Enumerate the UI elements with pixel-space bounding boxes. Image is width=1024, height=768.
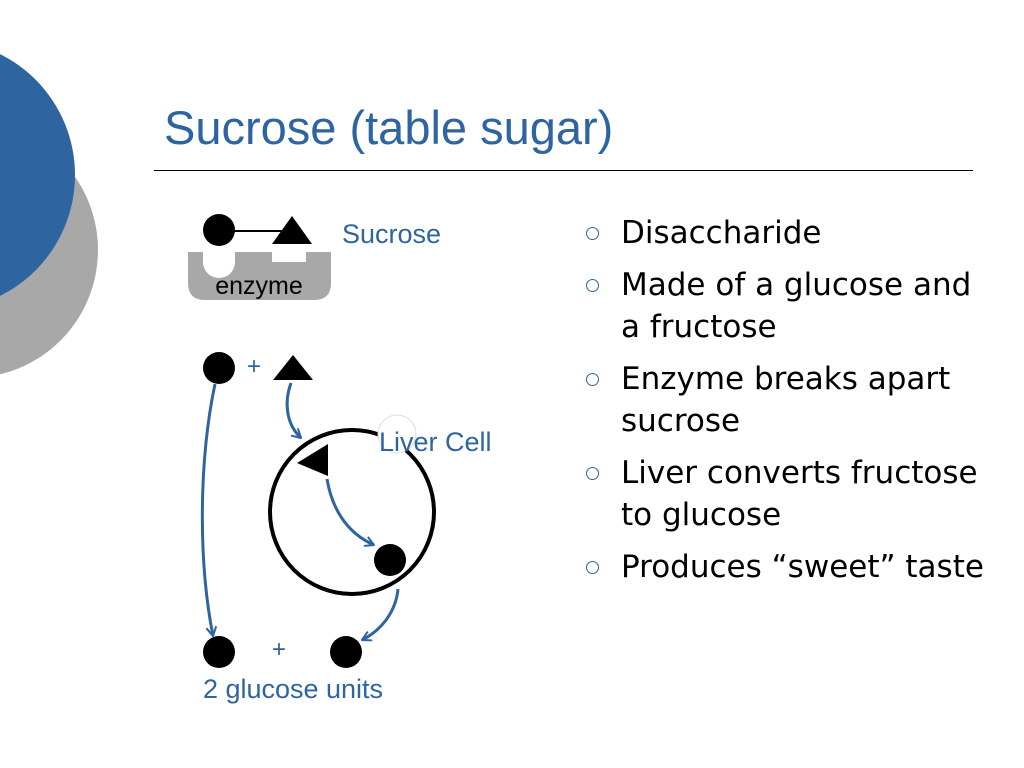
sucrose-diagram: enzyme Sucrose + Liver Cell + 2 glucose … bbox=[188, 214, 492, 704]
glucose-exit-arrow bbox=[362, 588, 400, 640]
blue-decor-circle bbox=[0, 54, 75, 296]
bullet-circle-icon bbox=[586, 373, 599, 386]
bullet-text: Enzyme breaks apart sucrose bbox=[621, 361, 951, 439]
liver-cell-label: Liver Cell bbox=[379, 427, 492, 457]
bullet-circle-icon bbox=[586, 227, 599, 240]
bullet-item: Made of a glucose and a fructose bbox=[580, 264, 1000, 348]
bullet-list: Disaccharide Made of a glucose and a fru… bbox=[580, 212, 1000, 598]
plus-sign: + bbox=[272, 636, 286, 663]
glucose-pass-arrow bbox=[200, 383, 215, 636]
bullet-item: Disaccharide bbox=[580, 212, 1000, 254]
plus-sign: + bbox=[247, 353, 261, 380]
result-label: 2 glucose units bbox=[203, 674, 383, 704]
bullet-text: Disaccharide bbox=[621, 215, 822, 251]
bullet-item: Liver converts fructose to glucose bbox=[580, 452, 1000, 536]
fructose-entry-arrow bbox=[285, 382, 303, 440]
fructose-in-cell-icon bbox=[297, 444, 328, 476]
glucose-icon bbox=[203, 636, 235, 668]
corner-decoration bbox=[0, 54, 98, 375]
glucose-icon bbox=[203, 214, 235, 246]
converted-glucose-icon bbox=[374, 544, 406, 576]
conversion-arrow bbox=[325, 478, 374, 545]
label-mask bbox=[377, 414, 417, 454]
bullet-text: Liver converts fructose to glucose bbox=[621, 455, 978, 533]
fructose-icon bbox=[273, 355, 313, 380]
bullet-text: Made of a glucose and a fructose bbox=[621, 267, 972, 345]
bullet-circle-icon bbox=[586, 467, 599, 480]
glucose-icon bbox=[330, 636, 362, 668]
enzyme-shape bbox=[188, 252, 331, 300]
sucrose-label: Sucrose bbox=[342, 219, 441, 249]
bullet-item: Produces “sweet” taste bbox=[580, 546, 1000, 588]
slide-title: Sucrose (table sugar) bbox=[164, 101, 614, 154]
enzyme-label: enzyme bbox=[215, 272, 303, 300]
title-divider bbox=[154, 170, 973, 171]
bullet-circle-icon bbox=[586, 561, 599, 574]
bullet-text: Produces “sweet” taste bbox=[621, 549, 984, 585]
bullet-circle-icon bbox=[586, 279, 599, 292]
fructose-icon bbox=[272, 216, 312, 244]
glucose-icon bbox=[203, 352, 235, 384]
liver-cell-circle bbox=[268, 428, 436, 596]
bullet-item: Enzyme breaks apart sucrose bbox=[580, 358, 1000, 442]
